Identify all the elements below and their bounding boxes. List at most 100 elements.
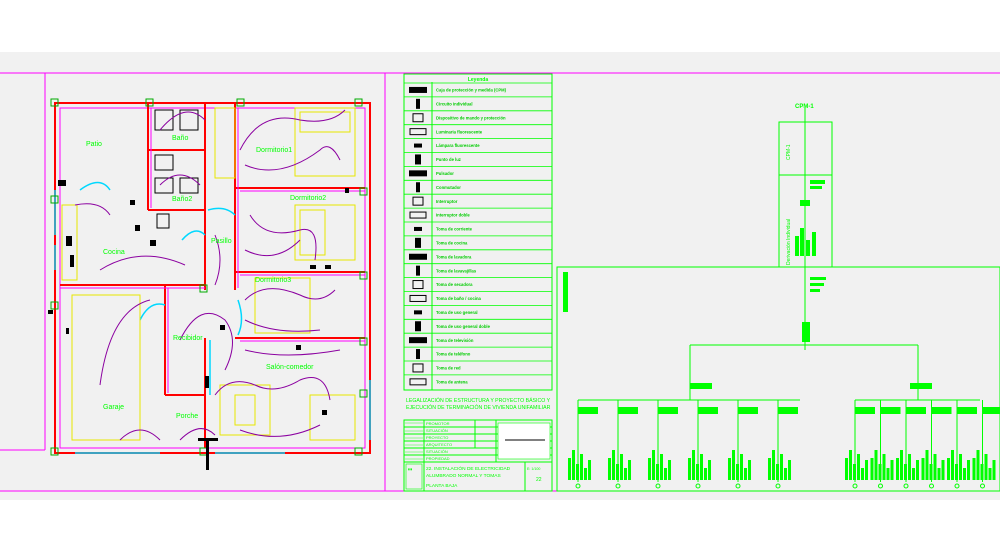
- interruptor-2-icon: [409, 211, 427, 219]
- project-line-2: EJECUCIÓN DE TERMINACIÓN DE VIVIENDA UNI…: [406, 404, 551, 411]
- room-label-dorm1: Dormitorio1: [256, 147, 292, 154]
- room-label-recibidor: Recibidor: [173, 335, 203, 342]
- room-label-bano2: Baño2: [172, 196, 192, 203]
- wall-fill-lines: [60, 108, 365, 393]
- toma-12-icon: [409, 378, 427, 386]
- toma-4-icon: [416, 265, 420, 276]
- circuit-branch: [972, 400, 1000, 489]
- legend-item-label: Toma de teléfono: [436, 352, 471, 357]
- room-label-salon: Salón-comedor: [266, 364, 314, 371]
- panel-frame: [556, 266, 1000, 492]
- toma-icon: [414, 226, 422, 231]
- interruptor-icon: [412, 196, 424, 206]
- tb-row-1: SITUACIÓN: [426, 428, 448, 433]
- tb-row-4: SITUACIÓN: [426, 449, 448, 454]
- furniture: [61, 107, 356, 441]
- room-label-garaje: Garaje: [103, 404, 124, 411]
- outer-wall: [54, 102, 371, 454]
- legend-title: Leyenda: [468, 77, 489, 83]
- legend-table: Leyenda Caja de protección y medida (CPM…: [403, 73, 553, 391]
- circuit-branch: [845, 400, 875, 489]
- floor-plan[interactable]: Patio Baño Dormitorio1 Baño2 Dormitorio2…: [48, 98, 371, 470]
- title-block: LEGALIZACIÓN DE ESTRUCTURA Y PROYECTO BÁ…: [403, 397, 553, 492]
- circuit-branch: [870, 400, 901, 489]
- conmutador-icon: [416, 182, 420, 193]
- project-line-1: LEGALIZACIÓN DE ESTRUCTURA Y PROYECTO BÁ…: [406, 397, 551, 404]
- legend-item-label: Toma de televisión: [436, 338, 474, 343]
- circuit-branch: [568, 400, 598, 489]
- plan-title-2: ALUMBRADO NORMAL Y TOMAS: [426, 473, 501, 479]
- room-label-dorm2: Dormitorio2: [290, 195, 326, 202]
- circuit-branch: [896, 400, 926, 489]
- legend-item-label: Conmutador: [436, 185, 461, 190]
- tb-side-label: ▮▮▮: [408, 468, 413, 471]
- circuit-branch: [688, 400, 718, 489]
- legend-item-label: Interruptor doble: [436, 213, 470, 218]
- legend-item-label: Toma de cocina: [436, 240, 468, 245]
- plan-title-3: PLANTA BAJA: [426, 483, 458, 489]
- lamp-strip-icon: [414, 143, 422, 148]
- circuit-branch: [728, 400, 758, 489]
- legend-item-label: Toma de red: [436, 366, 461, 371]
- tb-row-5: PROPIEDAD: [426, 456, 450, 461]
- toma-5-icon: [412, 280, 424, 290]
- toma-3-icon: [409, 253, 427, 260]
- circuit-branch: [648, 400, 678, 489]
- room-label-dorm3: Dormitorio3: [255, 277, 291, 284]
- room-label-cocina: Cocina: [103, 249, 125, 256]
- toma-7-icon: [414, 310, 422, 315]
- panel-side-bar: [563, 272, 568, 312]
- meter-icon: [416, 98, 420, 109]
- legend-item-label: Interruptor: [436, 199, 458, 204]
- legend-item-label: Pulsador: [436, 171, 454, 176]
- lamp-hatched-icon: [409, 128, 427, 136]
- circuit-branch: [921, 400, 952, 489]
- doors-windows: [54, 181, 371, 454]
- room-label-patio: Patio: [86, 141, 102, 148]
- cpm-label: CPM-1: [795, 104, 814, 110]
- derivation-label: Derivación Individual: [786, 219, 792, 265]
- plan-scale: E: 1/100: [527, 467, 540, 471]
- room-labels: Patio Baño Dormitorio1 Baño2 Dormitorio2…: [86, 135, 326, 420]
- room-label-pasillo: Pasillo: [211, 238, 232, 245]
- legend-item-label: Toma de baño / cocina: [436, 296, 482, 301]
- legend-item-label: Punto de luz: [436, 157, 461, 162]
- legend-item-label: Caja de protección y medida (CPM): [436, 88, 507, 93]
- legend-item-label: Toma de antena: [436, 379, 468, 384]
- column-markers: [50, 98, 368, 456]
- cpm-bars: [795, 180, 825, 256]
- main-breaker: [802, 277, 826, 342]
- toma-6-icon: [409, 294, 427, 302]
- toma-10-icon: [416, 349, 420, 360]
- inner-wall-line: [59, 107, 366, 449]
- toma-9-icon: [409, 337, 427, 344]
- cpm-vertical-label: CPM-1: [786, 144, 792, 160]
- toma-11-icon: [412, 363, 424, 373]
- legend-item-label: Luminaria fluorescente: [436, 129, 483, 134]
- plan-title: 22. INSTALACIÓN DE ELECTRICIDAD: [426, 465, 511, 472]
- legend-item-label: Dispositivo de mando y protección: [436, 115, 506, 120]
- legend-item-label: Circuito individual: [436, 101, 473, 106]
- legend-item-label: Lámpara fluorescente: [436, 143, 480, 148]
- legend-item-label: Toma de lavavajillas: [436, 268, 477, 273]
- legend-item-label: Toma de corriente: [436, 227, 473, 232]
- legend-item-label: Toma de secadora: [436, 282, 473, 287]
- toma-8-icon: [415, 321, 421, 332]
- title-block-hatch: [405, 422, 423, 460]
- wiring: [74, 109, 346, 441]
- tb-row-0: PROMOTOR: [426, 421, 450, 426]
- cpm-box-icon: [409, 86, 427, 93]
- tb-row-2: PROYECTO: [426, 435, 448, 440]
- bathroom-fixtures: [154, 109, 199, 229]
- device-symbols: [48, 180, 349, 470]
- light-point-icon: [415, 154, 421, 165]
- pulsador-icon: [409, 170, 427, 177]
- room-label-bano1: Baño: [172, 135, 188, 142]
- dispositivo-icon: [412, 113, 424, 123]
- legend-item-label: Toma de uso general doble: [436, 324, 491, 329]
- circuit-branch: [608, 400, 638, 489]
- interior-walls: [60, 103, 365, 448]
- circuit-branch: [947, 400, 977, 489]
